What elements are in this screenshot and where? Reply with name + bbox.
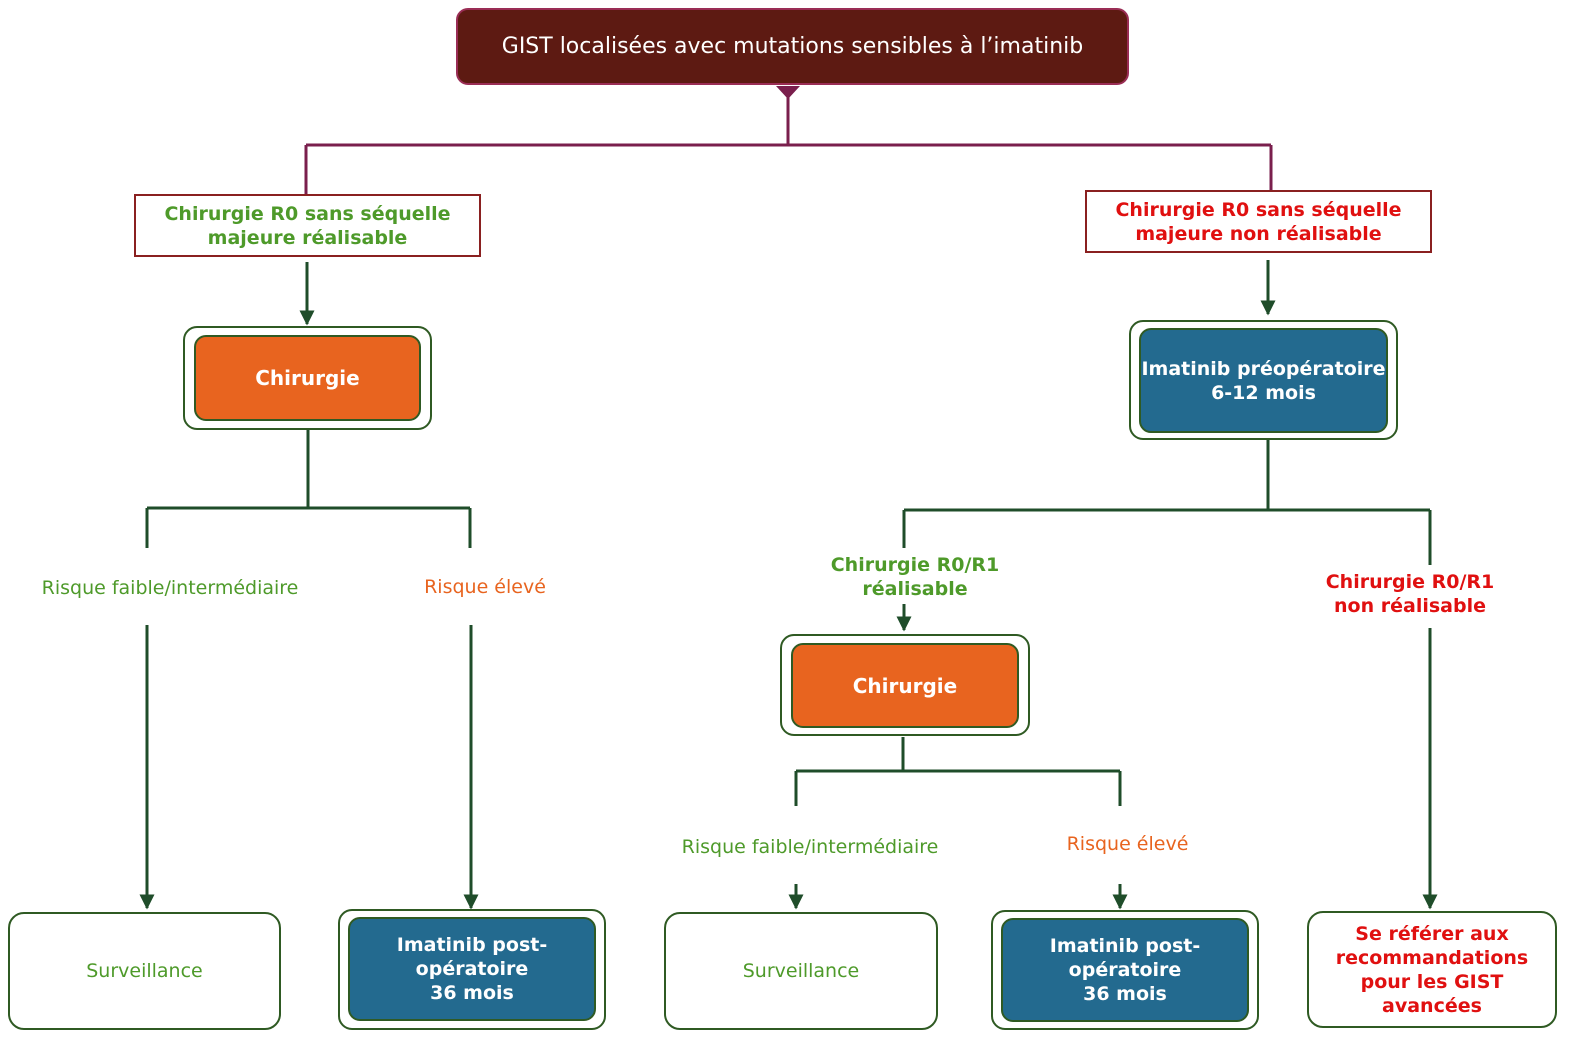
left-surgery-box: Chirurgie [194, 335, 421, 421]
left-adjuvant-box: Imatinib post-opératoire 36 mois [348, 917, 596, 1021]
right-condition-box: Chirurgie R0 sans séquelle majeure non r… [1085, 190, 1432, 253]
right-not-feasible-label: Chirurgie R0/R1 non réalisable [1325, 571, 1495, 617]
right-surveillance-box: Surveillance [664, 912, 938, 1030]
right-neoadjuvant-box: Imatinib préopératoire 6-12 mois [1139, 328, 1388, 433]
left-risk-high-label: Risque élevé [424, 576, 546, 598]
right-condition-text: Chirurgie R0 sans séquelle majeure non r… [1115, 198, 1402, 245]
right-surgery-text: Chirurgie [852, 673, 958, 698]
right-feasible-label: Chirurgie R0/R1 réalisable [830, 554, 1000, 600]
right-adjuvant-box: Imatinib post- opératoire 36 mois [1001, 918, 1249, 1022]
right-advanced-text: Se référer aux recommandations pour les … [1335, 922, 1529, 1017]
right-neoadjuvant-text: Imatinib préopératoire 6-12 mois [1141, 357, 1386, 404]
left-surgery-text: Chirurgie [255, 366, 360, 390]
right-surgery-box: Chirurgie [791, 643, 1019, 728]
right-risk-low-label: Risque faible/intermédiaire [681, 836, 939, 858]
left-adjuvant-text: Imatinib post-opératoire 36 mois [396, 934, 548, 1004]
left-condition-text: Chirurgie R0 sans séquelle majeure réali… [164, 202, 451, 249]
title-text: GIST localisées avec mutations sensibles… [501, 33, 1084, 59]
right-risk-high-label: Risque élevé [1066, 833, 1189, 855]
right-adjuvant-text: Imatinib post- opératoire 36 mois [1049, 935, 1201, 1005]
left-surveillance-text: Surveillance [86, 960, 203, 982]
title-box: GIST localisées avec mutations sensibles… [456, 8, 1129, 85]
top-split-connector [304, 86, 1273, 195]
right-advanced-box: Se référer aux recommandations pour les … [1307, 911, 1557, 1028]
right-surveillance-text: Surveillance [742, 960, 860, 982]
left-surveillance-box: Surveillance [8, 912, 281, 1030]
left-condition-box: Chirurgie R0 sans séquelle majeure réali… [134, 194, 481, 257]
left-risk-low-label: Risque faible/intermédiaire [41, 577, 299, 599]
